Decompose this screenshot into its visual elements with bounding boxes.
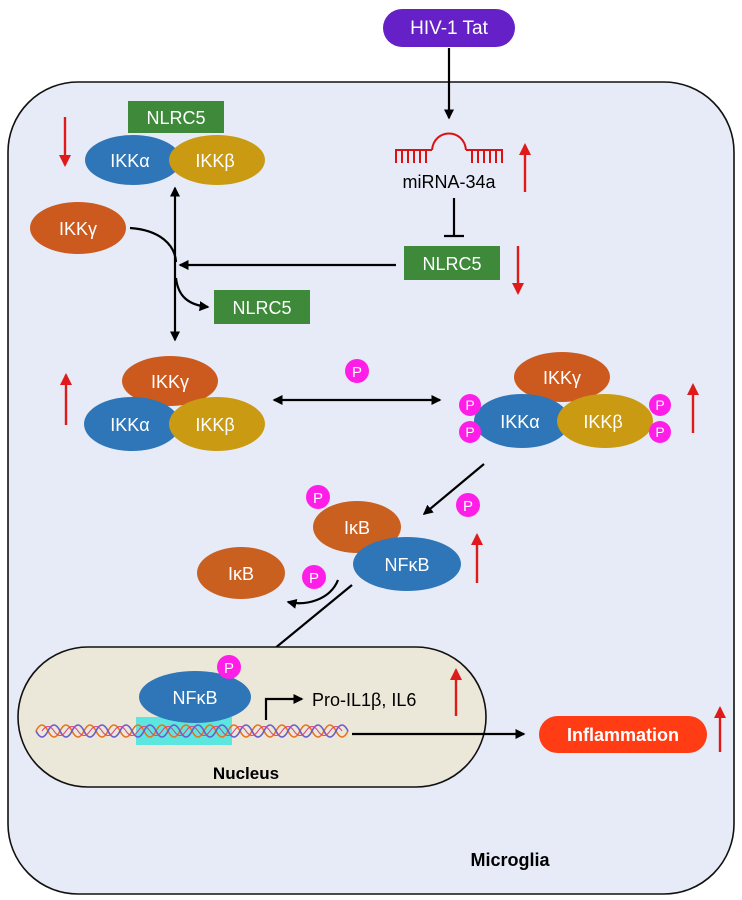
phospho-icon: P [649,421,671,443]
ikb-released [197,547,285,599]
ikk-beta-top [169,135,265,185]
mirna-hairpin-icon [395,132,503,163]
inhibition-bar-icon [444,198,464,238]
ikk-gamma-right [514,352,610,402]
ikk-gamma-free-label: IKKγ [59,219,97,239]
ikk-beta-right [557,394,653,448]
ikk-alpha-mid [84,397,180,451]
ikk-alpha-right [474,394,570,448]
phospho-icon: P [459,421,481,443]
svg-text:P: P [465,424,474,440]
transcription-arrow [264,694,304,720]
ikk-gamma-right-label: IKKγ [543,368,581,388]
genes-label: Pro-IL1β, IL6 [312,690,416,710]
inflammation-label: Inflammation [567,725,679,745]
svg-text:P: P [655,424,664,440]
phospho-icon: P [459,394,481,416]
ikk-gamma-mid [122,356,218,406]
phospho-label: P [352,364,362,381]
nlrc5-box-released [214,290,310,324]
ikk-alpha-top-label: IKKα [110,151,149,171]
phospho-label: P [313,490,323,507]
ikk-beta-top-label: IKKβ [195,151,234,171]
phospho-label: P [224,660,234,677]
ikb-released-label: IκB [228,564,254,584]
ikk-gamma-free [30,202,126,254]
svg-text:P: P [465,397,474,413]
complex-to-ikb-arrow [422,463,485,515]
ikk-beta-mid [169,397,265,451]
nlrc5-box-top [128,101,224,133]
nlrc5-box-right [404,246,500,280]
nfkb-cytoplasm-label: NFκB [385,555,430,575]
phospho-icon: P [649,394,671,416]
svg-text:P: P [655,397,664,413]
nucleus-label: Nucleus [213,764,279,783]
phospho-icon [456,493,480,517]
nlrc5-label-released: NLRC5 [232,298,291,318]
nlrc5-label-right: NLRC5 [422,254,481,274]
ikk-gamma-mid-label: IKKγ [151,372,189,392]
ikk-beta-right-label: IKKβ [583,412,622,432]
nlrc5-label-top: NLRC5 [146,108,205,128]
ikk-alpha-top [85,135,181,185]
inflammation-pill [539,716,707,753]
ikb-bound-label: IκB [344,518,370,538]
microglia-label: Microglia [470,850,550,870]
nucleus [17,646,487,788]
phospho-label: P [309,570,319,587]
phospho-icon [302,565,326,589]
phospho-label: P [463,498,473,515]
phospho-icon [306,485,330,509]
nfkb-nucleus-label: NFκB [173,688,218,708]
ikb-bound [313,501,401,553]
ikk-beta-mid-label: IKKβ [195,415,234,435]
nfkb-nucleus [139,671,251,723]
nfkb-cytoplasm [353,537,461,591]
ikk-alpha-mid-label: IKKα [110,415,149,435]
ikb-release-arrow [286,579,340,609]
ikk-alpha-right-label: IKKα [500,412,539,432]
phospho-icon [345,359,369,383]
hiv-tat-label: HIV-1 Tat [410,18,489,39]
mirna-label: miRNA-34a [402,172,496,192]
hiv-tat-pill [383,9,515,47]
phospho-icon [217,655,241,679]
nlrc5-release-arrow [174,277,210,312]
ikk-gamma-join-curve [129,226,178,263]
